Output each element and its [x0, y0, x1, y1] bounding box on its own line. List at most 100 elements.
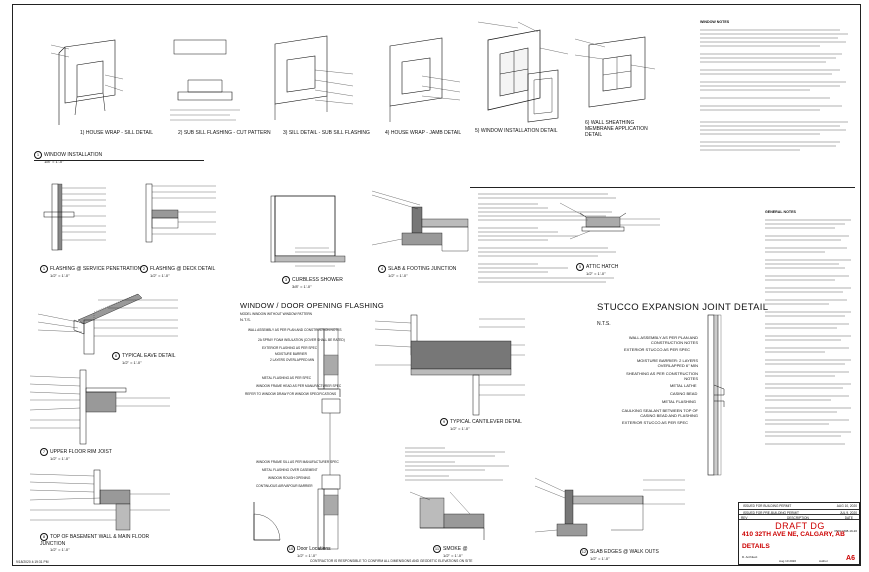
project-address: 410 32TH AVE NE, CALGARY, AB — [742, 531, 845, 538]
stucco-title: STUCCO EXPANSION JOINT DETAIL — [597, 302, 769, 313]
stucco-label-2: EXTERIOR STUCCO AS PER SPEC — [624, 347, 691, 352]
revision-header-row: REV DESCRIPTION DATE — [739, 514, 859, 520]
slab-footing-svg — [371, 190, 469, 252]
window-step-3-caption: 3) SILL DETAIL - SUB SILL FLASHING — [283, 130, 370, 136]
smoke-detector-drawing — [409, 488, 490, 543]
general-notes-heading: GENERAL NOTES — [765, 210, 796, 214]
attic-hatch-svg — [559, 202, 660, 240]
window-step-4-drawing — [382, 30, 462, 125]
revision-row-1: ISSUED FOR BUILDING PERMIT AUG 10, 2020 — [743, 504, 857, 508]
drawing-sheet — [12, 4, 861, 566]
drawn-by: D. Architect — [742, 555, 758, 559]
curbless-shower-drawing — [265, 192, 365, 272]
code-notes-block — [478, 190, 618, 301]
detail-number-badge: 8 — [40, 533, 48, 541]
window-flashing-svg — [317, 328, 341, 550]
contractor-note: CONTRACTOR IS RESPONSIBLE TO CONFIRM ALL… — [310, 559, 473, 563]
window-step-1-caption: 1) HOUSE WRAP - SILL DETAIL — [80, 130, 153, 136]
flashing-label-2: 2A SPRAY FOAM INSULATION (COVER SHALL BE… — [258, 338, 345, 342]
detail-number-badge: 4 — [378, 265, 386, 273]
window-step-4-svg — [389, 37, 461, 122]
window-step-6-drawing — [574, 25, 656, 120]
flashing-label-7: WINDOW FRAME HEAD AS PER MANUFACTURER SP… — [256, 384, 342, 388]
attic-hatch-drawing — [559, 195, 660, 255]
window-notes-block: WINDOW NOTES — [700, 20, 850, 176]
window-flashing-drawing — [310, 325, 370, 555]
typical-cantilever-drawing — [374, 314, 525, 416]
plot-timestamp: 9/18/2020 4:19:31 PM — [16, 560, 49, 564]
window-flashing-subtitle: MODEL WINDOW WITHOUT WINDOW PATTERN — [240, 312, 312, 316]
window-step-5-svg — [477, 21, 569, 123]
window-step-2-drawing — [170, 39, 250, 125]
door-locations-drawing — [250, 500, 300, 545]
typical-eave-svg — [37, 293, 178, 355]
flashing-label-12: CONTINUOUS AIR/VAPOUR BARRIER — [256, 484, 313, 488]
flashing-label-3: EXTERIOR FLASHING AS PER SPEC — [262, 346, 318, 350]
stucco-svg — [707, 314, 725, 476]
title-block: ISSUED FOR BUILDING PERMIT AUG 10, 2020 … — [738, 502, 860, 565]
detail-number-badge: 1 — [40, 265, 48, 273]
draft-status: DRAFT DG — [775, 521, 825, 531]
stucco-nts: N.T.S. — [597, 321, 611, 327]
flashing-label-9: WINDOW FRAME SILL AS PER MANUFACTURER SP… — [256, 460, 339, 464]
typical-eave-drawing — [37, 290, 178, 355]
window-step-5-drawing — [477, 18, 569, 126]
project-id: PROJ #08-19-20 — [834, 529, 857, 533]
window-step-3-drawing — [265, 30, 355, 125]
detail-number-badge: 5 — [576, 263, 584, 271]
detail-number-badge: 9 — [440, 418, 448, 426]
stucco-label-5: METAL LATHE — [670, 383, 697, 388]
smoke-detector-svg — [409, 491, 485, 540]
stucco-label-3: MOISTURE BARRIER: 2 LAYERS OVERLAPPED 6"… — [636, 358, 698, 368]
stucco-label-8: CAULKING SEALANT BETWEEN TOP OF CASING B… — [621, 408, 698, 418]
stucco-label-4: SHEATHING AS PER CONSTRUCTION NOTES — [626, 371, 698, 381]
detail-number-badge: 1 — [34, 151, 42, 159]
page-number: A6 — [846, 555, 855, 562]
basement-wall-svg — [29, 469, 170, 531]
slab-edges-drawing — [534, 470, 685, 545]
flashing-penetration-drawing — [40, 180, 110, 255]
window-step-2-caption: 2) SUB SILL FLASHING - CUT PATTERN — [178, 130, 271, 136]
slab-footing-drawing — [371, 185, 472, 265]
drawing-date: Aug 10 2020 — [779, 559, 797, 563]
flashing-deck-drawing — [140, 180, 220, 250]
stucco-label-9: EXTERIOR STUCCO AS PER SPEC — [622, 420, 689, 425]
window-step-2-svg — [170, 39, 240, 121]
window-flashing-title: WINDOW / DOOR OPENING FLASHING — [240, 301, 384, 310]
flashing-deck-svg — [145, 183, 216, 243]
stucco-label-6: CASING BEAD — [670, 391, 698, 396]
sheet-title: DETAILS — [742, 543, 770, 550]
flashing-label-8: REFER TO WINDOW DRAW FOR WINDOW SPECIFIC… — [245, 392, 337, 396]
window-flashing-nts: N.T.S. — [240, 317, 251, 322]
flashing-label-10: METAL FLASHING OVER CASEMENT — [262, 468, 318, 472]
stucco-label-1: WALL ASSEMBLY AS PER PLAN AND CONSTRUCTI… — [628, 335, 698, 345]
window-step-1-drawing — [45, 35, 125, 125]
curbless-shower-svg — [270, 195, 346, 267]
upper-floor-rim-drawing — [29, 369, 170, 445]
door-locations-svg — [253, 502, 281, 541]
typical-cantilever-svg — [374, 314, 525, 416]
general-notes-block: GENERAL NOTES — [765, 210, 855, 466]
detail-number-badge: 10 — [287, 545, 295, 553]
detail-number-badge: 2 — [140, 265, 148, 273]
flashing-label-1: WALL ASSEMBLY AS PER PLAN AND CONSTRUCTI… — [248, 328, 342, 332]
window-step-1-svg — [50, 39, 124, 125]
basement-wall-drawing — [29, 469, 170, 531]
code-notes-text-lines — [478, 193, 616, 283]
window-step-6-caption: 6) WALL SHEATHING MEMBRANE APPLICATION D… — [585, 120, 648, 138]
flashing-label-6: METAL FLASHING AS PER SPEC — [262, 376, 312, 380]
window-step-5-caption: 5) WINDOW INSTALLATION DETAIL — [475, 128, 558, 134]
detail-number-badge: 12 — [580, 548, 588, 556]
checked-by: Author — [819, 559, 828, 563]
flashing-label-4: MOISTURE BARRIER — [275, 352, 307, 356]
